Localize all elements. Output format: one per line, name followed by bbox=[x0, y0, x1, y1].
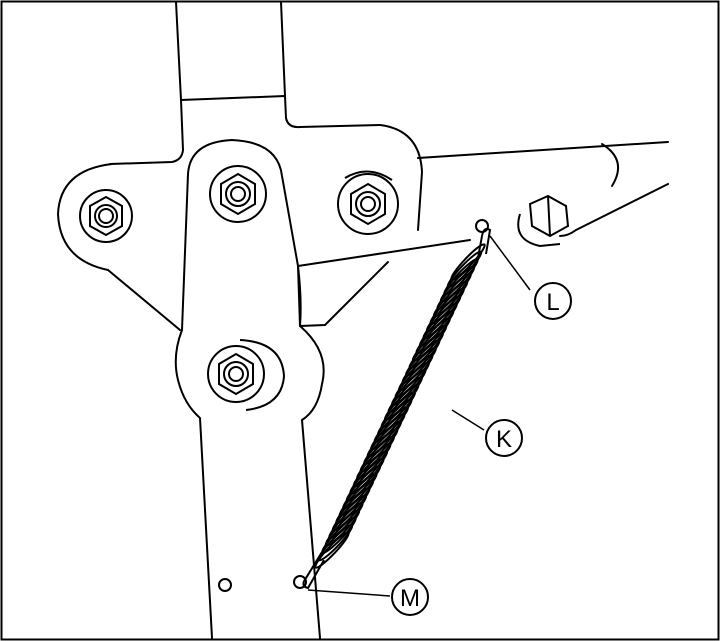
leader-line-m bbox=[307, 589, 391, 597]
callout-k: K bbox=[485, 419, 523, 457]
callout-m: M bbox=[391, 578, 429, 616]
callout-label-m: M bbox=[400, 585, 420, 612]
mounting-plate bbox=[57, 124, 471, 331]
nut-upper-center bbox=[209, 165, 267, 223]
leader-line-k bbox=[451, 409, 485, 431]
spring-hook-lower bbox=[302, 551, 325, 590]
spring-anchor-bolt bbox=[517, 194, 570, 248]
upper-frame-member bbox=[109, 1, 381, 165]
spring-hole-upper bbox=[475, 219, 489, 233]
pivot-link bbox=[174, 139, 325, 639]
callout-l: L bbox=[534, 282, 572, 320]
spring-coil bbox=[314, 531, 350, 569]
frame-hole bbox=[218, 578, 232, 592]
nut-upper-left bbox=[79, 189, 133, 243]
callout-label-k: K bbox=[496, 426, 512, 453]
nut-lower-center bbox=[207, 339, 286, 411]
nut-upper-right bbox=[337, 170, 399, 235]
extension-spring bbox=[314, 243, 486, 569]
right-arm bbox=[417, 141, 669, 237]
leader-line-l bbox=[489, 235, 531, 291]
spring-hook-upper bbox=[477, 227, 492, 259]
callout-label-l: L bbox=[546, 289, 559, 316]
